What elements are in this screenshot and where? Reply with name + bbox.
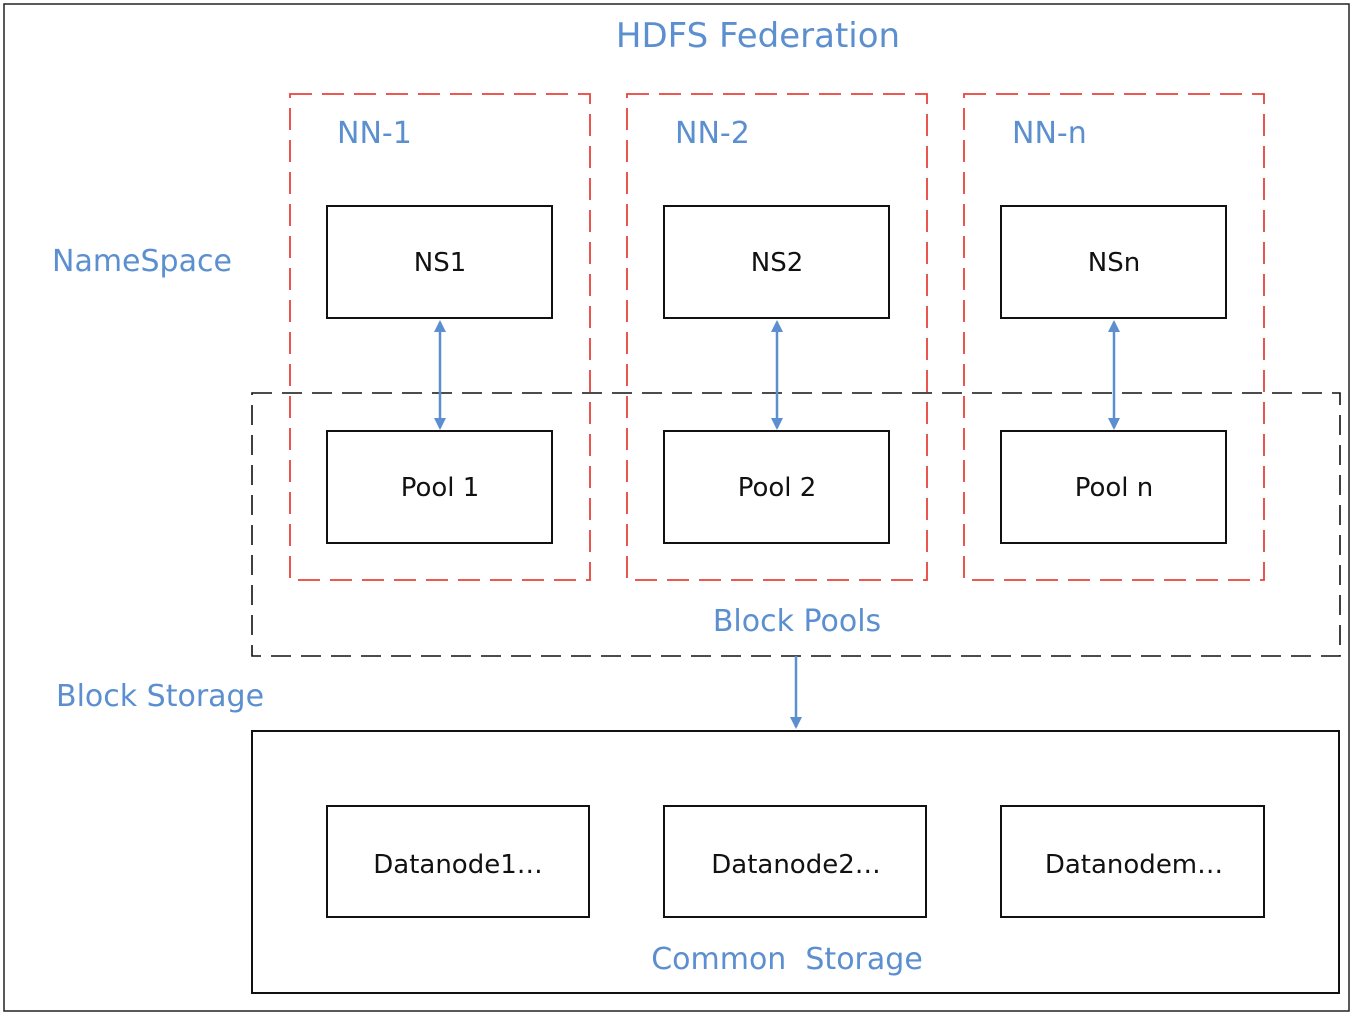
pool-box: [326, 430, 553, 544]
namespace-box: [663, 205, 890, 319]
namenode-boundary: [626, 93, 928, 581]
namenode-group-n: NN-n NSn Pool n: [963, 93, 1265, 581]
pool-box: [1000, 430, 1227, 544]
diagram-title: HDFS Federation: [616, 16, 900, 56]
namespace-box-label: NS2: [751, 248, 804, 278]
pool-box: [663, 430, 890, 544]
namespace-layer-label: NameSpace: [52, 244, 232, 279]
block-pools-label: Block Pools: [713, 604, 881, 639]
namenode-boundary: [289, 93, 591, 581]
pool-box-label: Pool 1: [401, 473, 480, 503]
namenode-group-2: NN-2 NS2 Pool 2: [626, 93, 928, 581]
pool-box-label: Pool 2: [738, 473, 817, 503]
pool-box-label: Pool n: [1075, 473, 1154, 503]
block-storage-layer-label: Block Storage: [56, 679, 264, 714]
namespace-box: [326, 205, 553, 319]
namenode-group-1: NN-1 NS1 Pool 1: [289, 93, 591, 581]
namenode-label: NN-1: [337, 116, 412, 151]
datanode-box-2: [663, 805, 927, 918]
datanode-label-2: Datanode2…: [711, 850, 881, 880]
namespace-box: [1000, 205, 1227, 319]
namenode-label: NN-2: [675, 116, 750, 151]
namenode-boundary: [963, 93, 1265, 581]
namespace-box-label: NS1: [414, 248, 467, 278]
datanode-box-m: [1000, 805, 1265, 918]
datanode-label-m: Datanodem…: [1045, 850, 1223, 880]
namespace-box-label: NSn: [1088, 248, 1140, 278]
common-storage-container: [251, 730, 1340, 994]
outer-frame: [3, 3, 1350, 1012]
datanode-label-1: Datanode1…: [373, 850, 543, 880]
datanode-box-1: [326, 805, 590, 918]
common-storage-label: Common Storage: [651, 942, 923, 977]
namenode-label: NN-n: [1012, 116, 1087, 151]
